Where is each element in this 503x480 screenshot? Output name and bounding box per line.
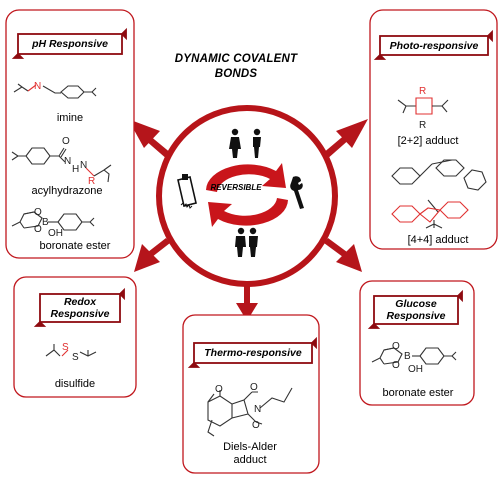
atom-R: R: [419, 120, 426, 131]
couple-icon: [235, 227, 258, 257]
glucose-title-line1: Glucose: [395, 298, 437, 310]
redox-item-disulfide: disulfide: [54, 378, 96, 390]
arrows: [128, 119, 368, 321]
atom-N: N: [34, 81, 41, 92]
atom-B: B: [404, 351, 411, 362]
atom-R: R: [88, 176, 95, 187]
glucose-panel-title: Glucose Responsive: [374, 298, 458, 322]
arrow-to-photo: [322, 119, 368, 160]
atom-O: O: [252, 420, 260, 431]
cyclobutane-structure: [397, 97, 449, 115]
arrow-to-glucose: [324, 238, 362, 272]
disulfide-structure: [45, 344, 97, 357]
atom-R: R: [419, 86, 426, 97]
thermo-item-diels-alder: Diels-Alder: [223, 441, 277, 453]
ph-item-boronate-ester: boronate ester: [39, 240, 111, 252]
saw-icon: [177, 174, 197, 209]
boronate-ester-glucose-structure: [371, 347, 457, 365]
boronate-ester-structure: [11, 211, 95, 231]
arrow-to-redox: [134, 238, 170, 272]
diels-alder-structure: [207, 387, 293, 437]
atom-B: B: [42, 217, 49, 228]
glucose-item-boronate-ester: boronate ester: [382, 387, 454, 399]
acylhydrazone-structure: [11, 147, 112, 183]
center-label: REVERSIBLE: [210, 183, 262, 192]
ph-item-imine: imine: [56, 112, 84, 124]
main-title: DYNAMIC COVALENT BONDS: [156, 52, 316, 82]
ph-item-acylhydrazone: acylhydrazone: [31, 185, 103, 197]
atom-OH: OH: [408, 364, 423, 375]
main-title-line2: BONDS: [214, 68, 258, 80]
atom-O: O: [34, 224, 42, 235]
photo-panel-title: Photo-responsive: [389, 40, 479, 52]
main-title-line1: DYNAMIC COVALENT: [174, 53, 298, 65]
atom-N: N: [64, 156, 71, 167]
atom-labels: N O N H N R O O B OH R R S S O O N O O O…: [34, 81, 426, 431]
atom-O: O: [34, 207, 42, 218]
atom-O: O: [392, 360, 400, 371]
ph-panel-title: pH Responsive: [32, 38, 108, 50]
arrow-to-thermo: [236, 282, 258, 321]
photo-item-4plus4: [4+4] adduct: [407, 234, 469, 246]
panel-photo: [369, 9, 498, 250]
photo-item-2plus2: [2+2] adduct: [397, 135, 459, 147]
atom-H: H: [72, 164, 79, 175]
atom-S: S: [72, 352, 79, 363]
glucose-title-line2: Responsive: [386, 310, 446, 322]
wrench-icon: [290, 176, 304, 209]
center-hub: [156, 105, 338, 287]
anthracene-dimer-structure: [391, 159, 487, 229]
redox-title-line1: Redox: [63, 296, 97, 308]
panel-ph: [5, 9, 135, 259]
title-scrolls: [11, 27, 493, 368]
atom-S: S: [62, 342, 69, 353]
redox-panel-title: Redox Responsive: [40, 296, 120, 320]
atom-O: O: [250, 382, 258, 393]
atom-O: O: [392, 341, 400, 352]
atom-O: O: [62, 136, 70, 147]
atom-OH: OH: [48, 228, 63, 239]
thermo-panel-title: Thermo-responsive: [204, 347, 302, 359]
person-icon: [229, 128, 261, 158]
redox-title-line2: Responsive: [50, 308, 110, 320]
cycle-arrows-icon: [206, 163, 288, 227]
arrow-to-ph: [128, 119, 172, 160]
imine-structure: [13, 83, 97, 99]
atom-O: O: [215, 384, 223, 395]
atom-N: N: [254, 404, 261, 415]
thermo-item-adduct: adduct: [233, 454, 267, 466]
atom-N: N: [80, 160, 87, 171]
